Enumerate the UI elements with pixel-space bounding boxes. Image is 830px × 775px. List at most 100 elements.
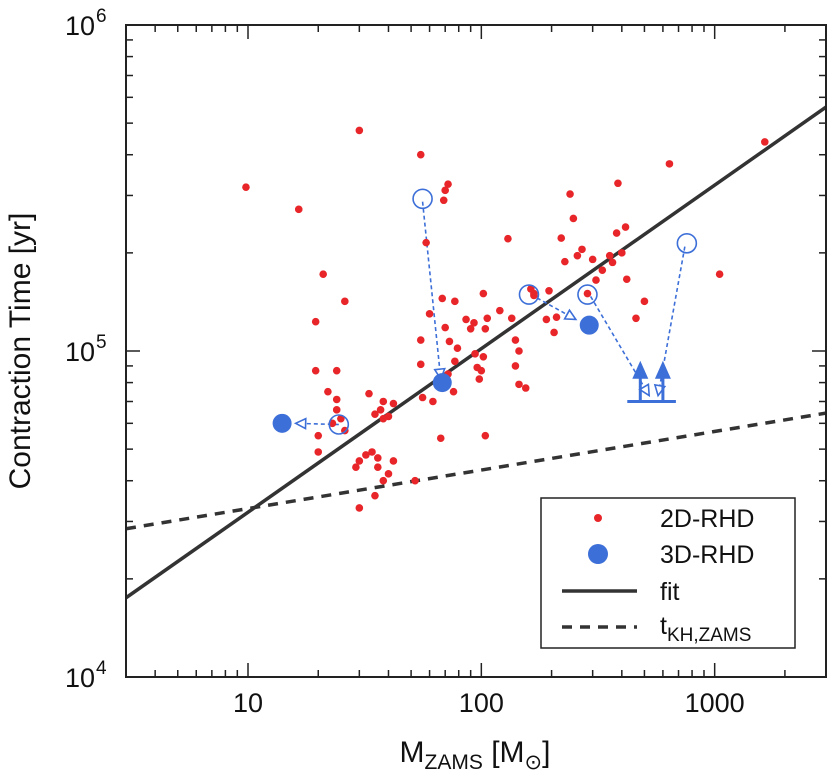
legend-kh-main: t [660, 612, 667, 640]
y-tick-base: 10 [65, 663, 95, 693]
y-tick-label: 10 [65, 11, 95, 41]
data-point-2d [477, 366, 486, 375]
data-point-2d [242, 183, 250, 192]
x-axis-title: MZAMS [M⊙] [400, 736, 551, 774]
data-point-2d [429, 397, 437, 406]
highlight-ring [577, 284, 598, 305]
data-point-2d [332, 366, 341, 375]
evolution-arrow-head [638, 383, 651, 398]
data-point-2d [453, 344, 462, 352]
sun-symbol-icon: ⊙ [525, 751, 543, 774]
legend-2d-marker [594, 514, 602, 522]
data-point-2d [511, 362, 520, 370]
data-point-2d [384, 470, 393, 478]
y-tick-base: 10 [65, 11, 95, 41]
data-point-2d [481, 431, 490, 440]
y-tick-base: 10 [65, 337, 95, 367]
evolution-arrow [530, 293, 578, 321]
data-point-2d [332, 395, 341, 404]
x-axis-title-main: M [400, 736, 425, 769]
data-point-2d [715, 270, 724, 279]
data-point-2d [521, 384, 530, 392]
data-point-2d [618, 249, 626, 257]
data-point-2d [578, 245, 586, 254]
data-point-2d [573, 251, 582, 260]
tick-layer [125, 24, 827, 678]
x-axis-title-close: ] [542, 736, 550, 769]
highlight-ring [676, 232, 698, 254]
data-point-2d [418, 393, 427, 402]
legend-box [540, 497, 796, 649]
data-point-2d [665, 160, 674, 168]
arrow-layer [293, 201, 686, 430]
data-point-2d [314, 448, 323, 456]
data-point-2d [449, 387, 458, 396]
point-layer [242, 126, 769, 512]
data-point-2d [444, 180, 452, 188]
data-point-2d [561, 257, 569, 266]
data-point-2d [441, 323, 449, 332]
data-point-2d [337, 414, 345, 423]
data-point-3d [579, 315, 599, 335]
data-point-2d [504, 234, 512, 243]
plot-frame [125, 24, 827, 678]
data-point-2d [411, 476, 419, 485]
data-point-2d [355, 457, 364, 465]
data-point-2d [422, 238, 430, 247]
legend-3d-marker [588, 544, 608, 564]
data-point-2d [445, 337, 454, 346]
data-point-2d [588, 255, 597, 264]
data-point-2d [379, 476, 388, 485]
data-point-2d [416, 150, 425, 159]
lower-limit-marker [649, 360, 676, 403]
y-tick-label: 10 [65, 337, 95, 367]
data-point-2d [507, 314, 516, 323]
data-point-2d [451, 297, 459, 306]
x-tick-label: 100 [459, 688, 504, 718]
data-point-2d [481, 324, 490, 333]
lower-limit-arrowhead [654, 360, 671, 379]
data-point-2d [592, 276, 600, 284]
data-point-2d [362, 451, 370, 459]
y-tick-exponent: 5 [96, 332, 107, 353]
data-point-2d [621, 223, 630, 231]
data-point-2d [622, 275, 631, 284]
data-point-2d [451, 357, 459, 366]
data-point-2d [416, 360, 425, 369]
legend-kh-sub: KH,ZAMS [667, 625, 751, 646]
evolution-arrow [293, 417, 339, 430]
evolution-arrow-shaft [421, 201, 441, 370]
data-point-2d [439, 196, 448, 205]
data-point-2d [436, 434, 445, 443]
data-point-2d [379, 397, 388, 406]
data-point-2d [294, 205, 303, 214]
data-point-2d [511, 336, 520, 344]
data-point-2d [479, 352, 488, 361]
data-point-2d [376, 406, 385, 414]
data-point-2d [479, 289, 488, 298]
data-point-2d [314, 431, 323, 440]
data-point-2d [550, 328, 558, 337]
data-point-2d [368, 448, 376, 456]
y-tick-exponent: 4 [96, 658, 107, 679]
data-point-2d [552, 313, 561, 321]
data-point-2d [632, 314, 640, 323]
data-point-2d [324, 387, 332, 396]
data-point-2d [389, 457, 398, 465]
data-point-2d [542, 315, 551, 324]
data-point-2d [352, 463, 360, 472]
data-point-2d [365, 389, 373, 398]
data-point-2d [355, 126, 364, 135]
highlight-ring [518, 284, 540, 305]
data-point-2d [557, 234, 566, 242]
legend-3d-label: 3D-RHD [660, 541, 754, 569]
data-point-2d [384, 412, 393, 421]
x-axis-title-sub: ZAMS [425, 751, 483, 774]
data-point-2d [640, 297, 649, 306]
data-point-2d [311, 317, 320, 326]
data-point-3d [272, 413, 292, 433]
data-point-2d [471, 350, 479, 358]
data-point-2d [425, 310, 434, 318]
